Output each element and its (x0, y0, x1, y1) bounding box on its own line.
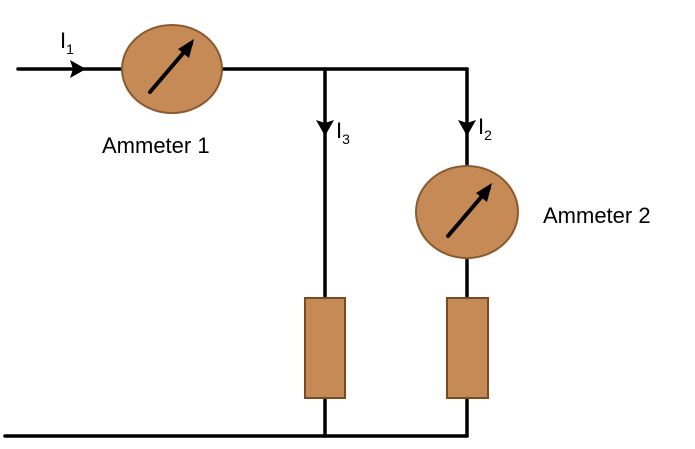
current-subscript: 2 (484, 127, 492, 143)
current-label-i2: I2 (478, 114, 492, 143)
current-symbol: I (478, 114, 484, 139)
wires (3, 67, 469, 438)
ammeter-2 (415, 165, 519, 259)
arrow-down-icon (458, 120, 476, 136)
current-symbol: I (336, 118, 342, 143)
current-subscript: 3 (342, 131, 350, 147)
resistor-1 (304, 297, 346, 399)
current-subscript: 1 (66, 41, 74, 57)
resistor-icon (304, 297, 346, 399)
arrow-down-icon (316, 120, 334, 136)
ammeter-1 (121, 24, 223, 114)
current-arrow-i3 (316, 120, 334, 136)
current-arrow-i1 (70, 60, 86, 78)
arrow-right-icon (70, 60, 86, 78)
ammeter-1-label: Ammeter 1 (102, 133, 210, 158)
current-label-i1: I1 (60, 28, 74, 57)
resistor-icon (446, 297, 489, 399)
needle-tip-icon (476, 183, 492, 202)
ammeter-2-label: Ammeter 2 (543, 203, 651, 228)
resistor-2 (446, 297, 489, 399)
needle-tip-icon (178, 39, 194, 58)
current-label-i3: I3 (336, 118, 350, 147)
current-symbol: I (60, 28, 66, 53)
current-arrow-i2 (458, 120, 476, 136)
